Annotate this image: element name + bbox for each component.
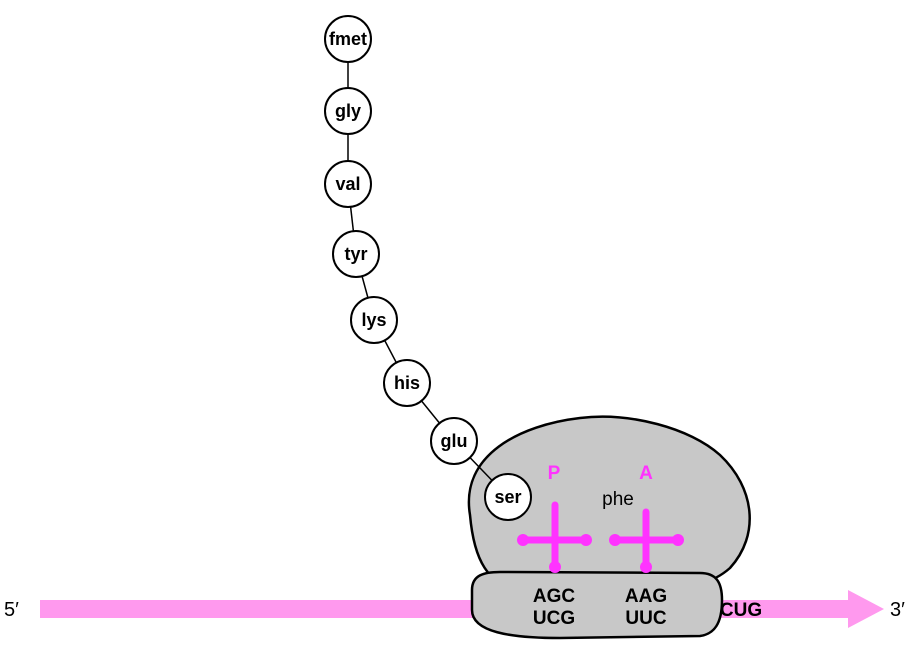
three-prime-label: 3′	[890, 599, 905, 621]
trna-p-site	[517, 501, 592, 573]
residue-ser: ser	[484, 473, 532, 521]
trna-p-end-bottom	[549, 561, 561, 573]
residue-circle	[324, 15, 372, 63]
residue-glu: glu	[430, 417, 478, 465]
residue-label: his	[394, 373, 420, 393]
a-site-amino-acid: phe	[602, 489, 634, 510]
ribosome-small-subunit	[470, 570, 724, 640]
residue-circle	[324, 87, 372, 135]
residue-circle	[430, 417, 478, 465]
polypeptide-chain: fmet gly val tyr lys his glu ser	[324, 15, 532, 521]
mrna-arrowhead	[848, 590, 884, 628]
residue-gly: gly	[324, 87, 372, 135]
residue-val: val	[324, 160, 372, 208]
residue-label: glu	[441, 431, 468, 451]
a-site-label: A	[639, 463, 653, 484]
residue-his: his	[383, 359, 431, 407]
next-codon-label: CUG	[720, 600, 762, 621]
residue-circle	[332, 230, 380, 278]
residue-label: val	[335, 174, 360, 194]
residue-label: fmet	[329, 29, 367, 49]
residue-circle	[350, 296, 398, 344]
residue-label: lys	[361, 310, 386, 330]
residue-label: tyr	[344, 244, 367, 264]
residue-tyr: tyr	[332, 230, 380, 278]
trna-a-end-bottom	[640, 561, 652, 573]
p-site-anticodon: AGC	[533, 586, 576, 607]
residue-label: ser	[494, 487, 521, 507]
residue-circle	[484, 473, 532, 521]
residue-circle	[324, 160, 372, 208]
a-site-anticodon: AAG	[625, 586, 667, 607]
p-site-codon: UCG	[533, 608, 575, 629]
residue-lys: lys	[350, 296, 398, 344]
five-prime-label: 5′	[4, 599, 19, 621]
a-site-codon: UUC	[625, 608, 666, 629]
trna-a-site	[609, 508, 684, 573]
trna-a-end-right	[672, 534, 684, 546]
residue-fmet: fmet	[324, 15, 372, 63]
residue-label: gly	[335, 101, 361, 121]
trna-p-end-left	[517, 534, 529, 546]
p-site-label: P	[548, 463, 561, 484]
trna-p-end-right	[580, 534, 592, 546]
trna-a-end-left	[609, 534, 621, 546]
residue-circle	[383, 359, 431, 407]
